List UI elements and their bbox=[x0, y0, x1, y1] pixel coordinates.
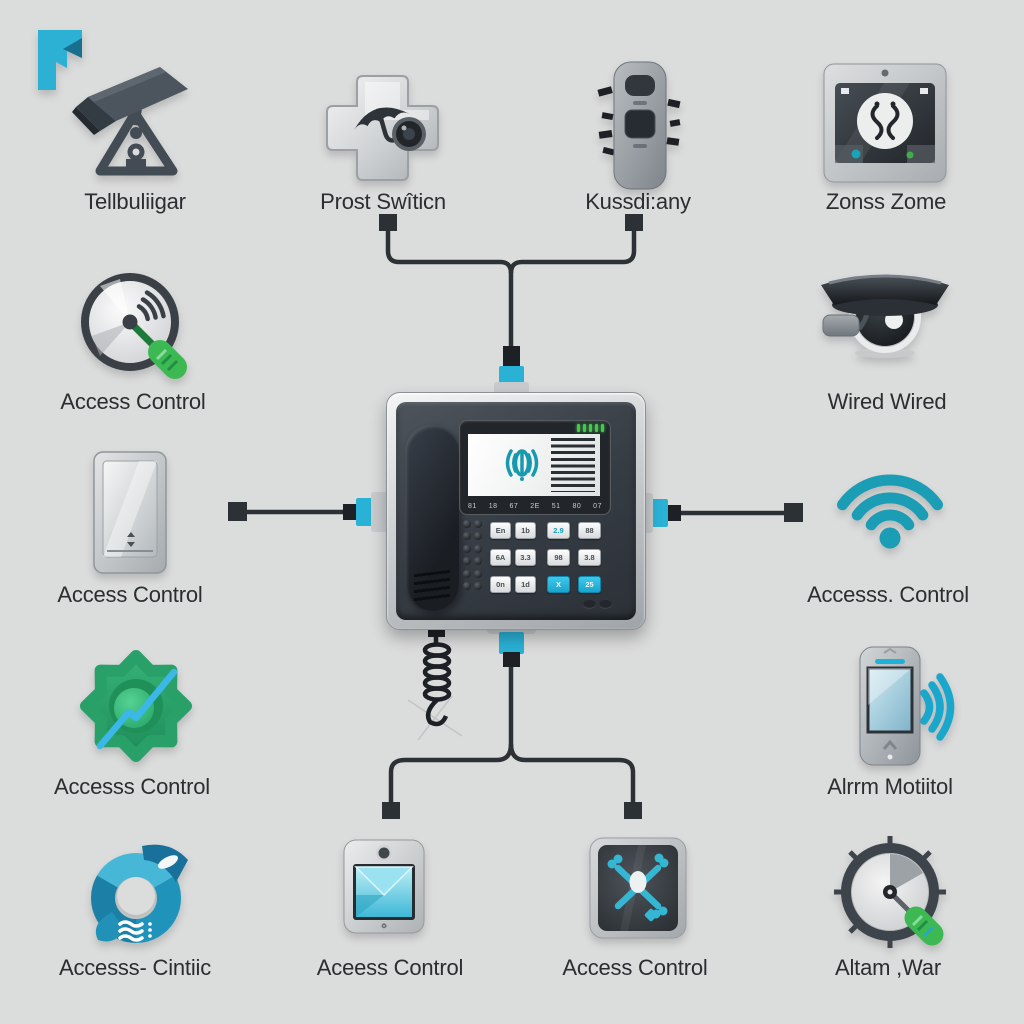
green-splat-chart-icon bbox=[80, 648, 192, 763]
status-leds bbox=[577, 424, 604, 432]
function-chip: 07 bbox=[593, 503, 602, 510]
keypad-key: 1d bbox=[515, 576, 536, 593]
keypad-key: 0n bbox=[490, 576, 511, 593]
node-label: Wired Wired bbox=[827, 389, 947, 414]
node-label: Altam ,War bbox=[835, 955, 941, 980]
bottom-button bbox=[583, 600, 596, 609]
function-chip: 51 bbox=[551, 503, 561, 510]
gauge-screwdriver-icon bbox=[832, 836, 950, 954]
handset-icon bbox=[405, 425, 459, 611]
keypad-key: 88 bbox=[578, 522, 601, 539]
keypad-key: 6A bbox=[490, 549, 511, 566]
broadcast-signal-icon bbox=[505, 449, 539, 481]
keypad-key: 3.3 bbox=[515, 549, 536, 566]
function-chip: 80 bbox=[572, 503, 582, 510]
keypad-key: En bbox=[490, 522, 511, 539]
keypad-key: X bbox=[547, 576, 570, 593]
node-label: Access Control bbox=[57, 582, 203, 607]
display-bezel: 81 18 67 2E 51 80 07 bbox=[459, 420, 611, 515]
node-label: Zonss Zome bbox=[825, 189, 947, 214]
wire-terminals bbox=[228, 214, 803, 819]
cctv-camera-icon bbox=[60, 55, 210, 185]
display-screen bbox=[468, 434, 600, 496]
node-label: Aceess Control bbox=[316, 955, 464, 980]
function-chip: 67 bbox=[509, 503, 519, 510]
monitor-intercom-icon bbox=[342, 838, 426, 942]
function-chip: 2E bbox=[530, 503, 540, 510]
node-label: Tellbuliigar bbox=[84, 189, 186, 214]
keypad-key: 98 bbox=[547, 549, 570, 566]
zone-speaker-panel-icon bbox=[822, 62, 948, 184]
door-plate-icon bbox=[92, 450, 168, 575]
intercom-panel: 81 18 67 2E 51 80 07 En 1b 2.9 88 6A 3.3… bbox=[386, 392, 646, 630]
node-label: Prost Swîticn bbox=[320, 189, 446, 214]
smartphone-signal-icon bbox=[836, 645, 955, 770]
function-key-row: 81 18 67 2E 51 80 07 bbox=[468, 501, 602, 512]
function-chip: 81 bbox=[468, 503, 477, 510]
function-chip: 18 bbox=[488, 503, 498, 510]
keypad-key: 25 bbox=[578, 576, 601, 593]
node-label: Access Control bbox=[562, 955, 708, 980]
node-label: Accesss. Control bbox=[807, 582, 969, 607]
coiled-cord bbox=[407, 624, 463, 741]
node-label: Kussdi:any bbox=[585, 189, 691, 214]
node-label: Access Control bbox=[60, 389, 206, 414]
crossed-keys-panel-icon bbox=[588, 836, 688, 943]
node-label: Accesss- Cintiic bbox=[58, 955, 212, 980]
screen-menu-lines bbox=[551, 438, 595, 492]
node-label: Alrrm Motiitol bbox=[827, 774, 953, 799]
brand-flag-logo-icon bbox=[35, 28, 87, 92]
dome-camera-icon bbox=[815, 265, 955, 365]
keypad-key: 1b bbox=[515, 522, 536, 539]
remote-fob-icon bbox=[597, 58, 683, 193]
handset-grille bbox=[414, 569, 450, 603]
cross-umbrella-lens-icon bbox=[325, 68, 440, 188]
wifi-icon bbox=[828, 450, 953, 550]
keypad-key: 3.8 bbox=[578, 549, 601, 566]
side-knobs bbox=[463, 520, 482, 590]
disc-antenna-screwdriver-icon bbox=[78, 270, 190, 379]
keypad-key: 2.9 bbox=[547, 522, 570, 539]
bottom-button bbox=[599, 600, 612, 609]
node-label: Accesss Control bbox=[54, 774, 210, 799]
blue-donut-logo-icon bbox=[82, 840, 192, 948]
